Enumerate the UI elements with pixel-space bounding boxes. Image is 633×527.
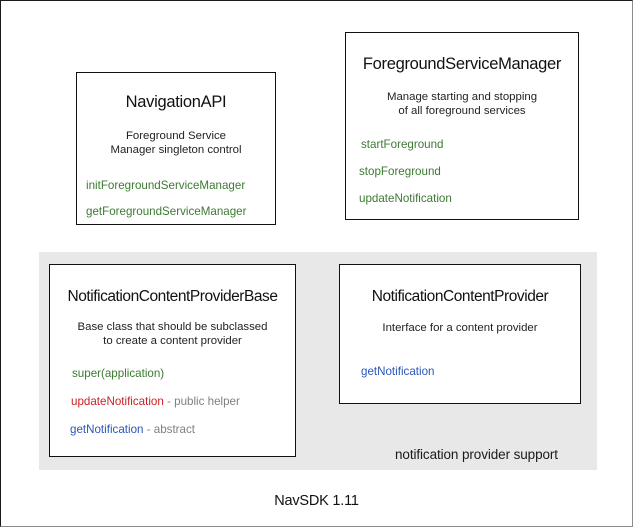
class-description-line: Manager singleton control — [110, 144, 242, 156]
class-description-notification-content-provider: Interface for a content provider — [340, 321, 580, 335]
member-list-notification-content-provider-base: super(application) updateNotification - … — [50, 367, 295, 437]
class-title-notification-content-provider-base: NotificationContentProviderBase — [67, 288, 278, 305]
class-box-notification-content-provider[interactable]: NotificationContentProvider Interface fo… — [339, 264, 581, 404]
footer-caption: NavSDK 1.11 — [274, 493, 359, 509]
member-name: initForegroundServiceManager — [86, 179, 246, 192]
member-init-foreground-service-manager[interactable]: initForegroundServiceManager — [86, 179, 275, 193]
member-update-notification-public-helper[interactable]: updateNotification - public helper — [71, 395, 295, 409]
class-title-notification-content-provider: NotificationContentProvider — [371, 288, 549, 305]
class-description-line: Foreground Service — [125, 130, 227, 142]
member-get-notification[interactable]: getNotification — [361, 365, 580, 379]
member-name: getForegroundServiceManager — [86, 205, 247, 218]
class-description-line: Interface for a content provider — [382, 322, 538, 334]
member-name: super(application) — [72, 367, 165, 380]
member-name: getNotification — [70, 423, 144, 436]
member-name: updateNotification — [71, 395, 164, 408]
class-description-line: Manage starting and stopping — [386, 91, 538, 103]
class-description-navigation-api: Foreground Service Manager singleton con… — [77, 129, 275, 157]
member-start-foreground[interactable]: startForeground — [361, 138, 578, 152]
class-description-line: Base class that should be subclassed — [77, 321, 268, 333]
class-title-navigation-api: NavigationAPI — [125, 93, 227, 111]
member-get-foreground-service-manager[interactable]: getForegroundServiceManager — [86, 205, 275, 219]
group-panel-label: notification provider support — [395, 447, 558, 462]
class-box-notification-content-provider-base[interactable]: NotificationContentProviderBase Base cla… — [49, 264, 296, 457]
class-title-foreground-service-manager: ForegroundServiceManager — [362, 55, 562, 73]
class-description-line: of all foreground services — [398, 105, 526, 117]
member-name: updateNotification — [359, 192, 452, 205]
class-description-line: to create a content provider — [103, 335, 242, 347]
member-list-foreground-service-manager: startForeground stopForeground updateNot… — [346, 138, 578, 206]
class-description-foreground-service-manager: Manage starting and stopping of all fore… — [346, 90, 578, 118]
member-update-notification[interactable]: updateNotification — [359, 192, 578, 206]
member-note: - public helper — [163, 395, 240, 408]
member-get-notification-abstract[interactable]: getNotification - abstract — [70, 423, 295, 437]
member-name: getNotification — [361, 365, 435, 378]
member-name: stopForeground — [359, 165, 441, 178]
member-list-notification-content-provider: getNotification — [340, 365, 580, 379]
class-description-notification-content-provider-base: Base class that should be subclassed to … — [50, 320, 295, 348]
class-box-foreground-service-manager[interactable]: ForegroundServiceManager Manage starting… — [345, 32, 579, 220]
class-box-navigation-api[interactable]: NavigationAPI Foreground Service Manager… — [76, 72, 276, 225]
member-name: startForeground — [361, 138, 444, 151]
member-note: - abstract — [143, 423, 196, 436]
member-list-navigation-api: initForegroundServiceManager getForegrou… — [77, 179, 275, 219]
member-stop-foreground[interactable]: stopForeground — [359, 165, 578, 179]
member-super-application[interactable]: super(application) — [72, 367, 295, 381]
